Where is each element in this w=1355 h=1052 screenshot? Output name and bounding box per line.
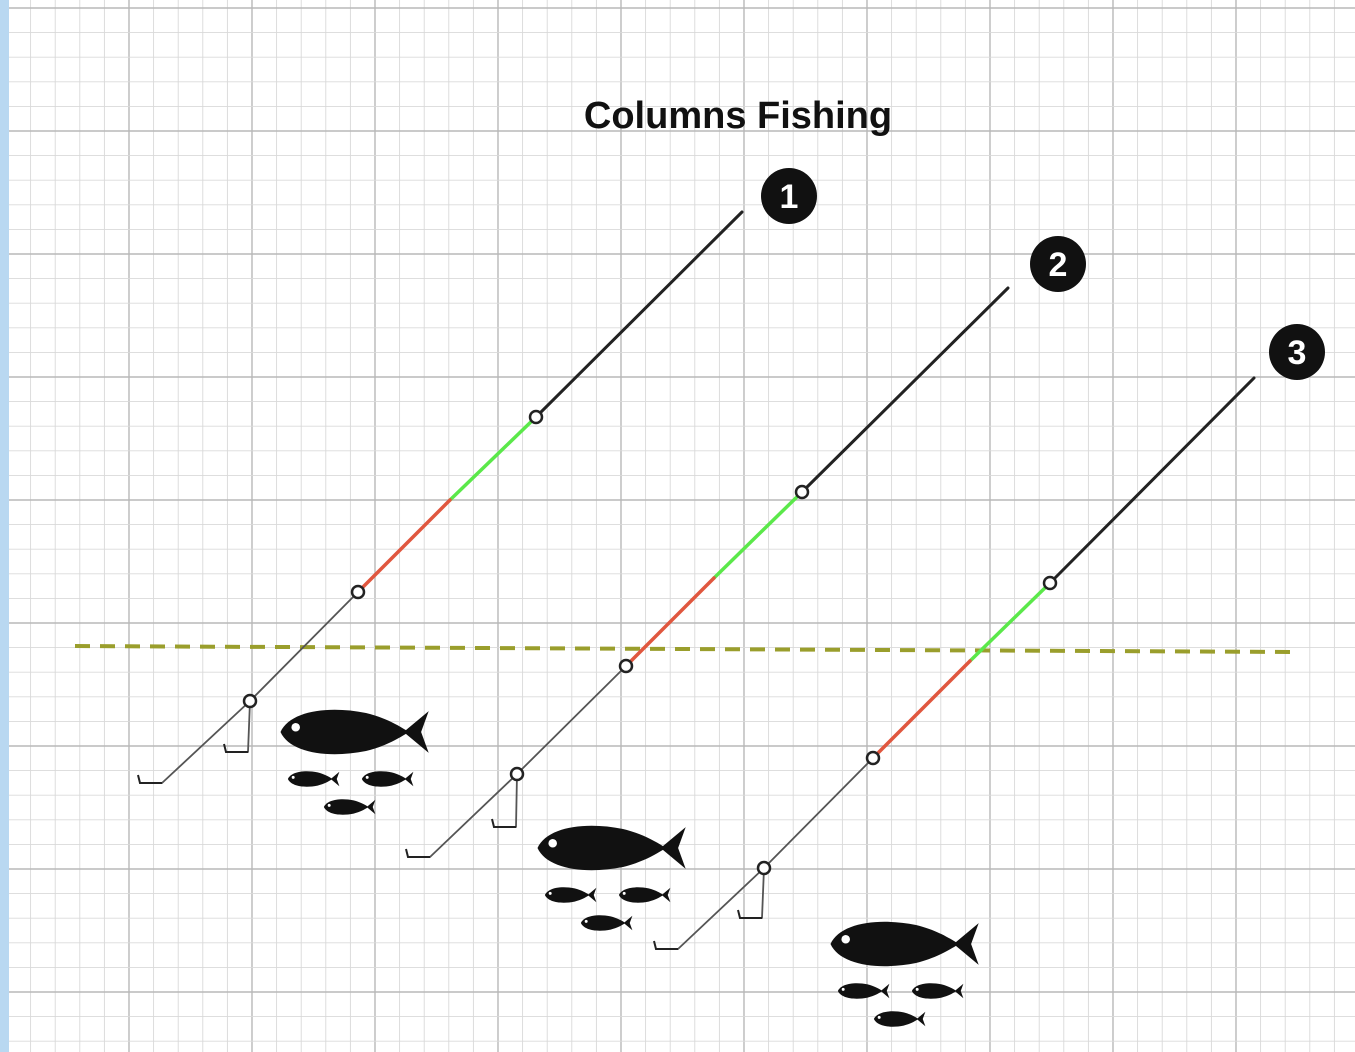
hook-icon [223, 743, 248, 753]
rig-1 [137, 210, 744, 784]
fish-icon [280, 709, 429, 755]
rig-number-3: 3 [1288, 334, 1307, 372]
dashed-depth-level [74, 644, 1293, 654]
swivel-ring-icon [350, 584, 366, 600]
number-badge-3: 3 [1269, 324, 1325, 380]
fish-school-1 [280, 709, 429, 815]
fish-school-3 [830, 921, 979, 1027]
dropper-line [515, 773, 518, 828]
swivel-ring-icon [794, 484, 810, 500]
number-badge-2: 2 [1030, 236, 1086, 292]
hook-icon [653, 940, 678, 950]
swivel-ring-icon [618, 658, 634, 674]
rig-number-2: 2 [1049, 246, 1068, 284]
dropper-line [761, 867, 765, 919]
fish-icon [837, 983, 890, 999]
swivel-ring-icon [865, 750, 881, 766]
main-line [800, 286, 1010, 494]
fish-icon [287, 771, 340, 787]
fish-icon [618, 887, 671, 903]
green-section [968, 581, 1052, 663]
numbered-circle-icon [761, 168, 817, 224]
rig-3 [653, 376, 1256, 950]
hook-icon [137, 774, 162, 784]
numbered-circle-icon [1269, 324, 1325, 380]
swivel-ring-icon [509, 766, 525, 782]
fish-icon [911, 983, 964, 999]
green-section [712, 490, 804, 580]
leader-line [249, 591, 359, 702]
red-section [624, 576, 716, 668]
leader-line [677, 867, 765, 950]
number-badge-1: 1 [761, 168, 817, 224]
fish-icon [873, 1011, 926, 1027]
rig-2 [405, 286, 1010, 858]
swivel-ring-icon [242, 693, 258, 709]
fish-icon [361, 771, 414, 787]
fish-icon [544, 887, 597, 903]
main-line [1048, 376, 1256, 585]
dropper-line [247, 700, 251, 753]
red-section [871, 659, 972, 760]
rig-number-1: 1 [780, 178, 799, 216]
main-line [534, 210, 744, 419]
fish-school-2 [537, 825, 686, 931]
red-section [356, 498, 452, 594]
fish-icon [537, 825, 686, 871]
leader-line [763, 757, 874, 869]
leader-line [429, 773, 518, 858]
swivel-ring-icon [1042, 575, 1058, 591]
hook-icon [405, 848, 430, 858]
hook-icon [491, 818, 516, 828]
left-edge-band [0, 0, 9, 1052]
fish-icon [830, 921, 979, 967]
fish-icon [580, 915, 633, 931]
hook-icon [737, 909, 762, 919]
fish-icon [323, 799, 376, 815]
leader-line [161, 700, 251, 784]
leader-line [516, 665, 627, 775]
numbered-circle-icon [1030, 236, 1086, 292]
green-section [448, 415, 538, 502]
swivel-ring-icon [756, 860, 772, 876]
swivel-ring-icon [528, 409, 544, 425]
diagram-title: Columns Fishing [584, 95, 892, 137]
